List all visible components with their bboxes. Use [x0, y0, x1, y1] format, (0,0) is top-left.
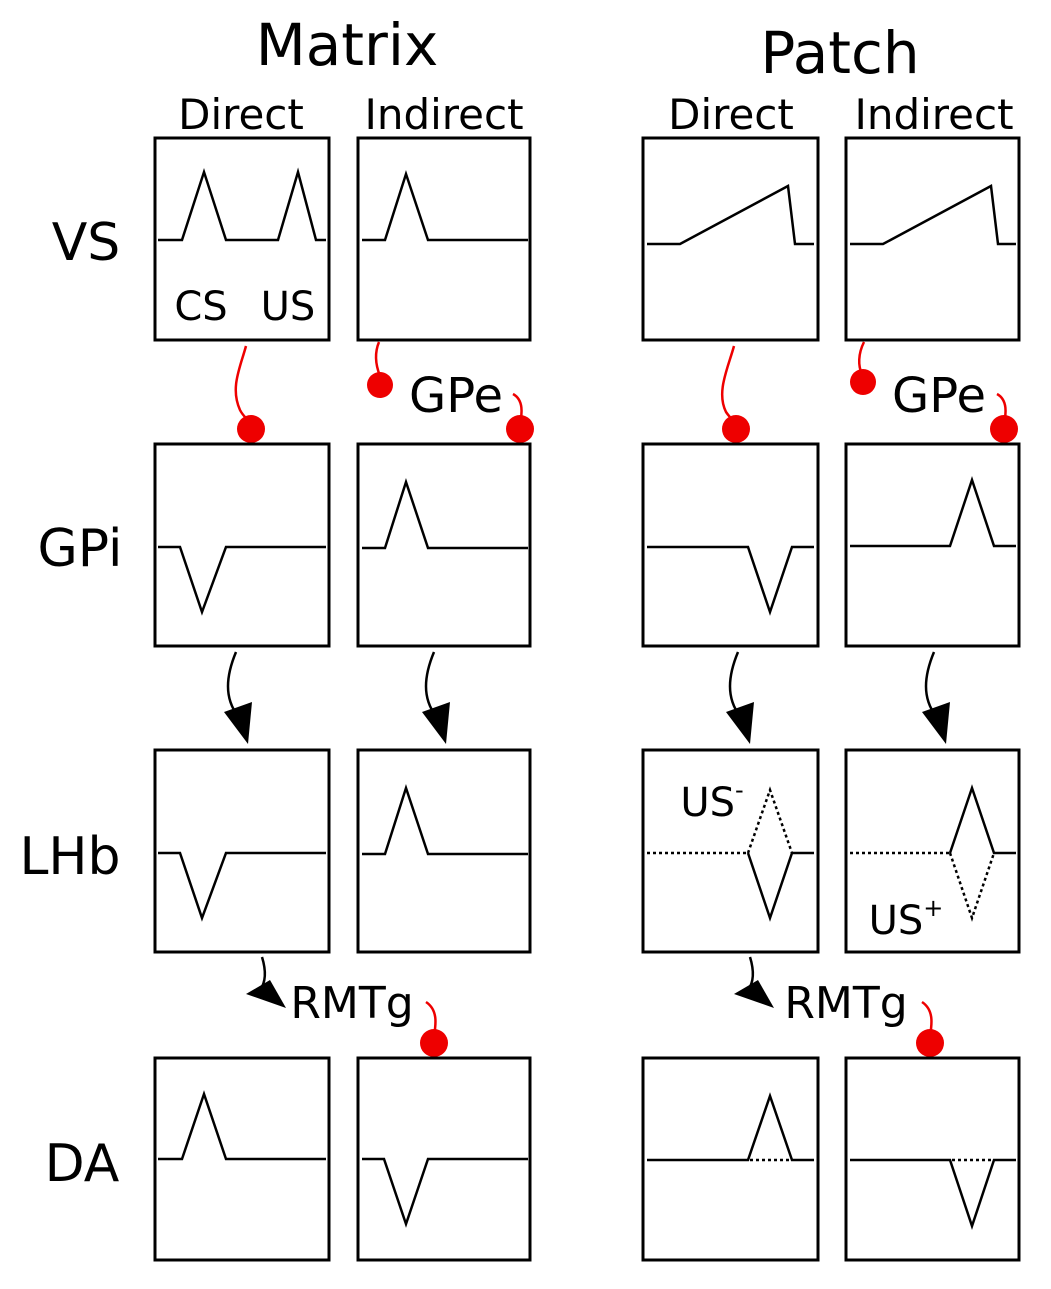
- inhibitory-vs-gpe-matrix: [367, 341, 393, 398]
- row-label-gpi: GPi: [38, 519, 123, 579]
- matrix-indirect-header: Indirect: [364, 90, 523, 139]
- matrix-direct-header: Direct: [178, 90, 304, 139]
- us-plus-label: US+: [869, 894, 944, 944]
- panel-lhb-matrix-direct: [153, 748, 331, 954]
- row-label-da: DA: [45, 1134, 120, 1194]
- panel-da-patch-indirect: [844, 1056, 1021, 1262]
- inhibitory-vs-gpi-matrix-direct: [234, 345, 265, 443]
- panel-lhb-patch-indirect: US+: [844, 748, 1021, 954]
- inhibitory-rmtg-da-patch-indirect: [916, 1000, 944, 1057]
- gpe-label-patch: GPe: [892, 368, 986, 424]
- panel-gpi-patch-indirect: [844, 442, 1021, 648]
- panel-vs-patch-indirect: [844, 136, 1021, 342]
- arrow-gpi-lhb-patch-indirect: [922, 651, 950, 744]
- inhibitory-vs-gpe-patch: [850, 341, 876, 395]
- panel-lhb-matrix-indirect: [356, 748, 532, 954]
- us-label: US: [261, 284, 316, 330]
- panel-lhb-patch-direct: US-: [641, 748, 820, 954]
- panel-gpi-matrix-direct: [153, 442, 331, 648]
- patch-title: Patch: [760, 19, 919, 87]
- inhibitory-gpe-gpi-patch-indirect: [990, 392, 1018, 443]
- us-minus-label: US-: [680, 776, 743, 826]
- panel-gpi-patch-direct: [641, 442, 820, 648]
- row-label-lhb: LHb: [19, 827, 120, 887]
- panel-vs-matrix-direct: CS US: [153, 136, 331, 342]
- gpe-label-matrix: GPe: [409, 368, 503, 424]
- cs-label: CS: [174, 284, 227, 330]
- arrow-gpi-lhb-matrix-indirect: [422, 651, 450, 744]
- matrix-title: Matrix: [256, 11, 439, 79]
- inhibitory-gpe-gpi-matrix-indirect: [506, 392, 534, 443]
- arrow-gpi-lhb-matrix-direct: [224, 651, 252, 744]
- arrow-gpi-lhb-patch-direct: [726, 651, 754, 744]
- panel-da-matrix-direct: [153, 1056, 331, 1262]
- inhibitory-vs-gpi-patch-direct: [721, 345, 750, 443]
- rmtg-label-matrix: RMTg: [290, 978, 413, 1029]
- panel-vs-matrix-indirect: [356, 136, 532, 342]
- panel-vs-patch-direct: [641, 136, 820, 342]
- arrow-lhb-rmtg-patch: [734, 956, 774, 1008]
- patch-indirect-header: Indirect: [854, 90, 1013, 139]
- row-label-vs: VS: [52, 213, 121, 273]
- inhibitory-rmtg-da-matrix-indirect: [420, 1000, 448, 1057]
- panel-da-patch-direct: [641, 1056, 820, 1262]
- panel-gpi-matrix-indirect: [356, 442, 532, 648]
- arrow-lhb-rmtg-matrix: [246, 956, 286, 1008]
- rmtg-label-patch: RMTg: [784, 978, 907, 1029]
- panel-da-matrix-indirect: [356, 1056, 532, 1262]
- patch-direct-header: Direct: [668, 90, 794, 139]
